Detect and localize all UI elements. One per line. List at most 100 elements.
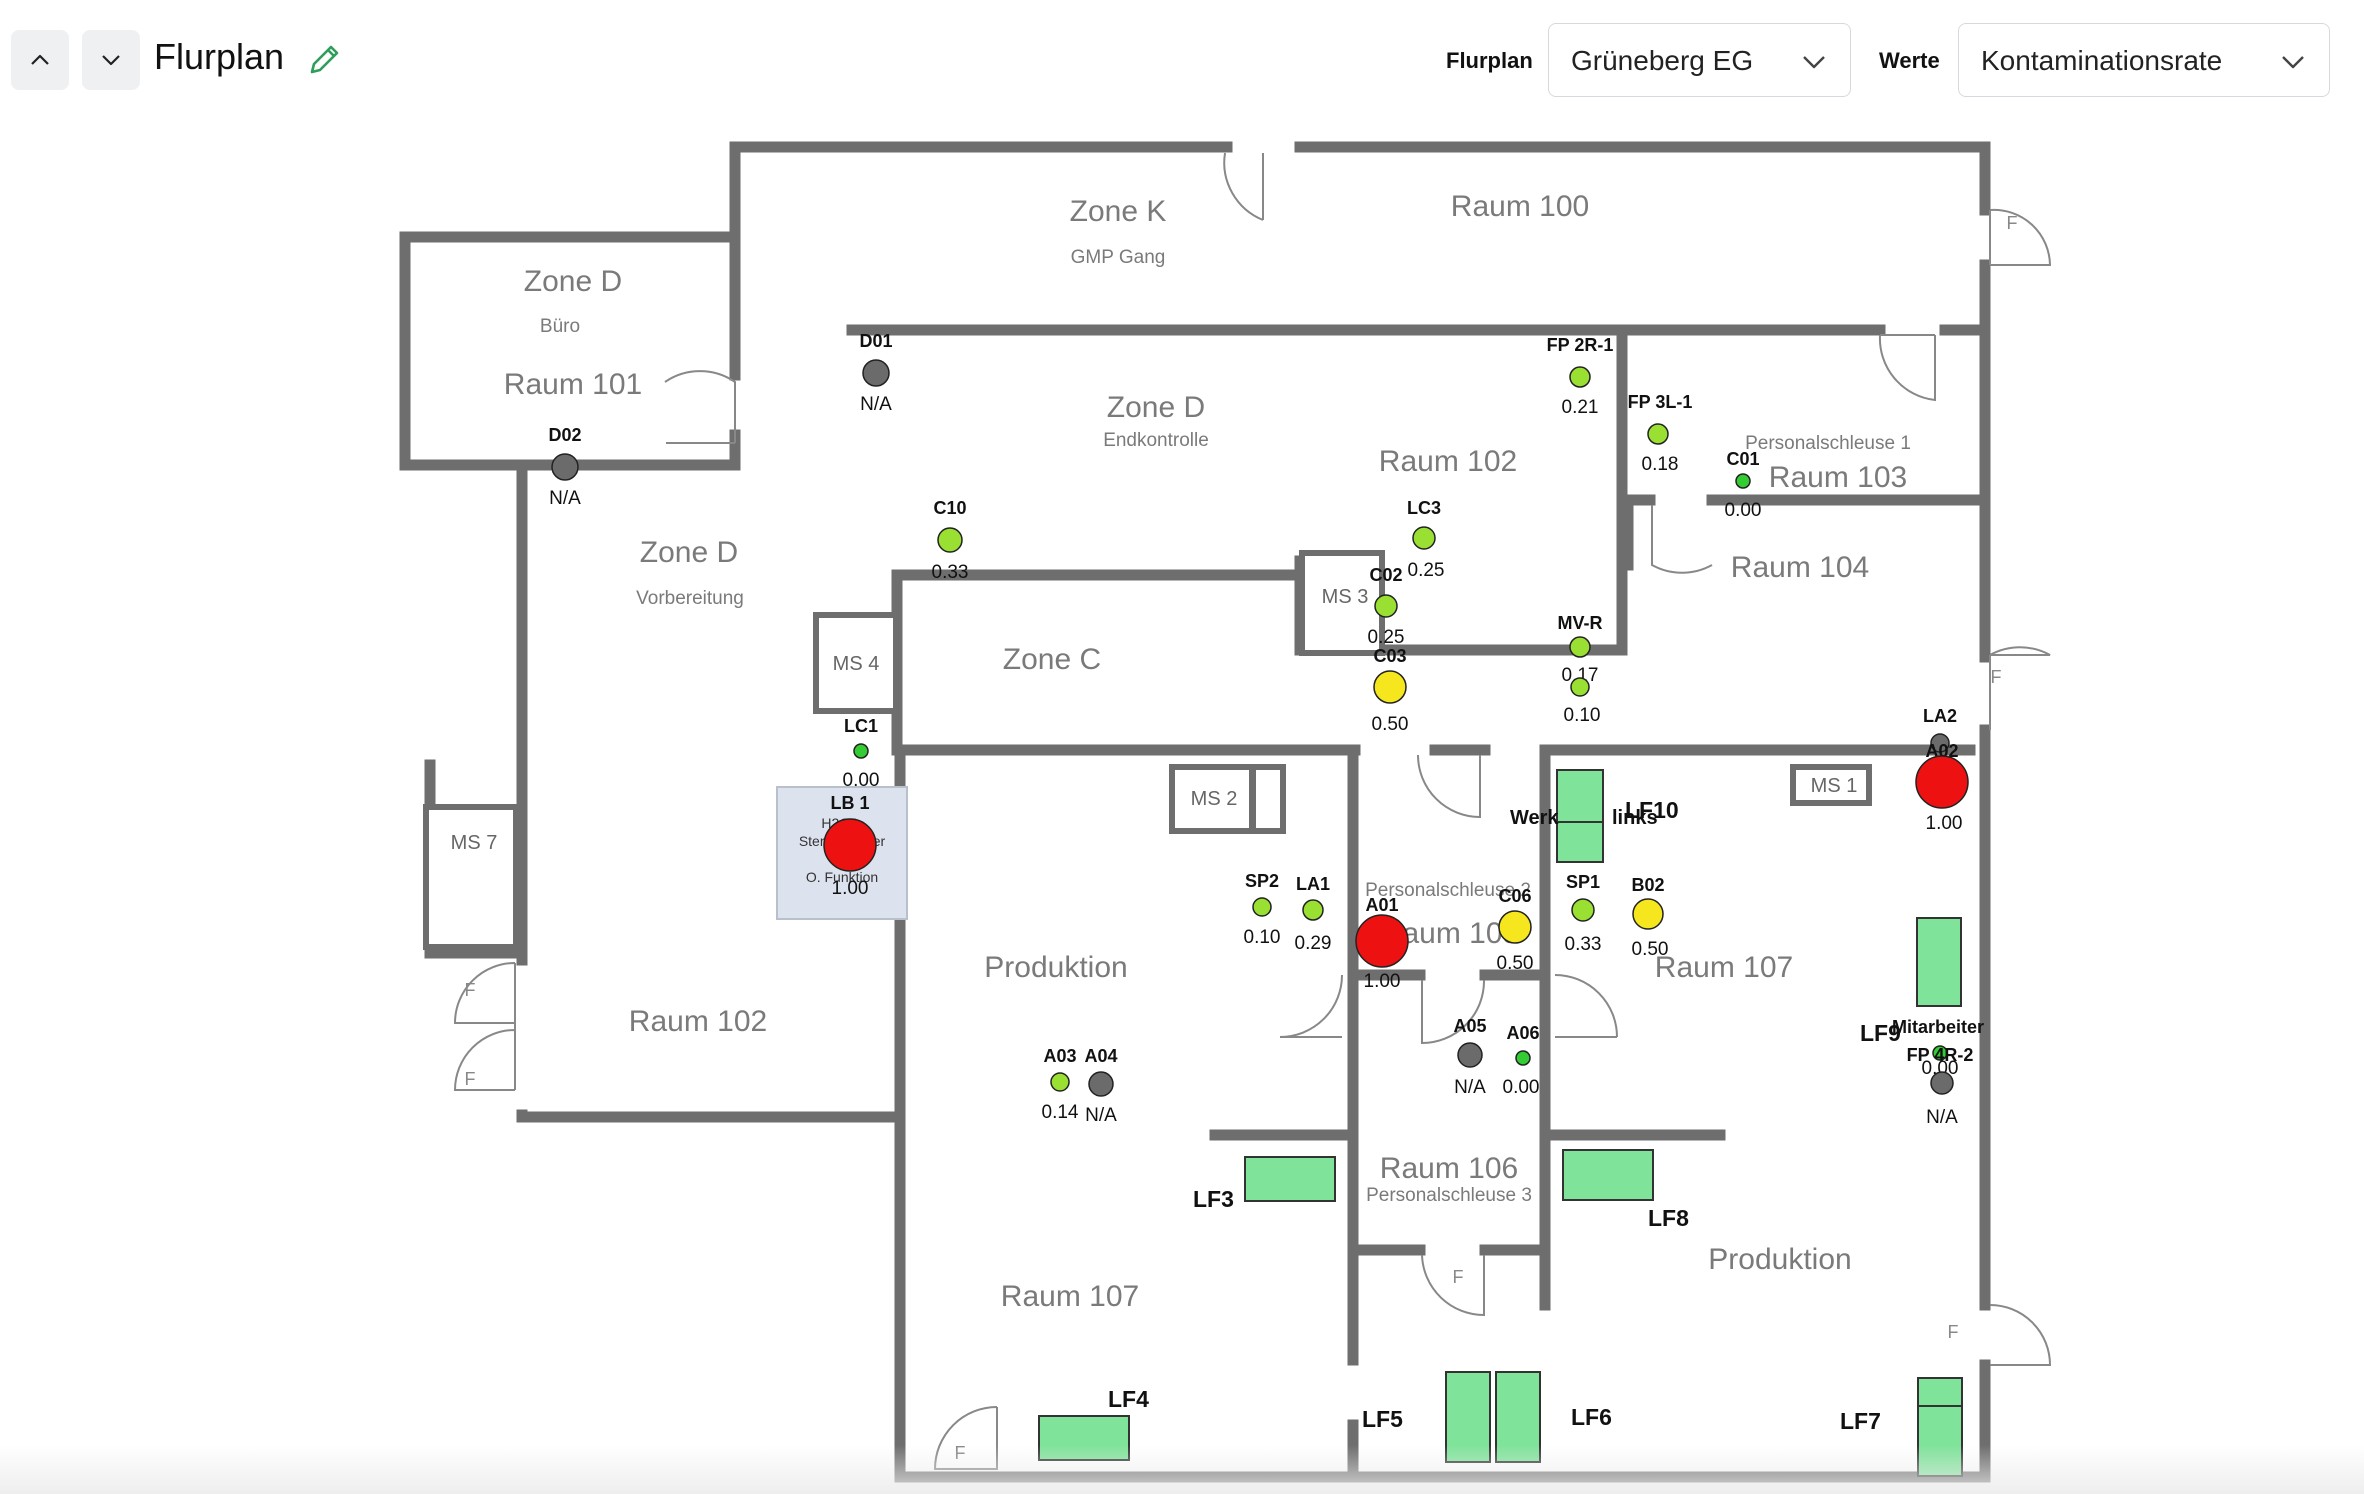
sensor-dot[interactable] (823, 818, 877, 872)
door-marker: F (955, 1443, 966, 1463)
sensor-marker[interactable]: C01 0.00 (1725, 449, 1762, 521)
lf-label: LF7 (1840, 1408, 1881, 1434)
sensor-value: N/A (1085, 1105, 1117, 1126)
sensor-id: C01 (1726, 449, 1759, 469)
sensor-value: 0.25 (1408, 560, 1445, 581)
sensor-dot[interactable] (1457, 1042, 1483, 1068)
sensor-dot[interactable] (1355, 914, 1409, 968)
sensor-marker[interactable]: LA2 (1923, 706, 1957, 753)
sensor-value: 0.10 (1244, 927, 1281, 948)
sensor-id: D01 (859, 331, 892, 351)
sensor-dot[interactable] (1373, 670, 1407, 704)
sensor-dot[interactable] (1915, 755, 1969, 809)
sensor-dot[interactable] (1571, 898, 1595, 922)
sensor-dot[interactable] (1632, 898, 1664, 930)
sensor-dot[interactable] (1930, 1071, 1954, 1095)
sensor-marker[interactable]: Mitarbeiter (1892, 1017, 1984, 1061)
sensor-value: 0.25 (1368, 627, 1405, 648)
sensor-value: 0.33 (932, 562, 969, 583)
sensor-value: 1.00 (1926, 813, 1963, 834)
sensor-value: 0.00 (1725, 500, 1762, 521)
room-sub: Produktion (984, 951, 1127, 984)
room-name: Raum 102 (1379, 445, 1517, 478)
sensor-dot[interactable] (1569, 366, 1591, 388)
sensor-dot[interactable] (1374, 594, 1398, 618)
sensor-dot[interactable] (862, 359, 890, 387)
chevron-down-icon (1803, 56, 1825, 69)
lf-label: LF10 (1625, 797, 1679, 823)
sensor-dot[interactable] (1569, 636, 1591, 658)
page-title: Flurplan (154, 36, 285, 77)
sensor-marker[interactable]: N/A (1926, 1071, 1958, 1128)
sensor-marker[interactable]: FP 4R-20.00 (1907, 1045, 1974, 1079)
sensor-dot[interactable] (1050, 1072, 1070, 1092)
sensor-dot[interactable] (937, 527, 963, 553)
sensor-dot[interactable] (1735, 473, 1751, 489)
sensor-marker[interactable]: C10 0.33 (932, 498, 969, 583)
sensor-dot[interactable] (1302, 899, 1324, 921)
sensor-dot[interactable] (1570, 677, 1590, 697)
previous-button[interactable] (11, 30, 69, 90)
sensor-dot[interactable] (1252, 897, 1272, 917)
sensor-dot[interactable] (1647, 423, 1669, 445)
values-select-value: Kontaminationsrate (1981, 45, 2223, 76)
sensor-dot[interactable] (1088, 1071, 1114, 1097)
sensor-value: N/A (1926, 1107, 1958, 1128)
room-zone: Zone C (1003, 643, 1101, 676)
sensor-dot[interactable] (853, 743, 869, 759)
sensor-marker[interactable]: MV-R0.17 (1558, 613, 1603, 686)
sensor-value: 0.10 (1564, 705, 1601, 726)
sensor-value: 1.00 (1364, 971, 1401, 992)
values-select[interactable]: Kontaminationsrate (1958, 23, 2330, 97)
sensor-value: 0.00 (1503, 1077, 1540, 1098)
room-zone: Zone D (640, 536, 738, 569)
sensor-value: 0.50 (1372, 714, 1409, 735)
sensor-value: 0.00 (843, 770, 880, 791)
sensor-dot[interactable] (551, 453, 579, 481)
next-button[interactable] (82, 30, 140, 90)
sensor-id: A02 (1925, 741, 1958, 761)
sensor-marker[interactable]: A06 0.00 (1503, 1023, 1540, 1098)
floor-plan[interactable]: MS 1 MS 2 MS 3 MS 4 MS 7 F F F F F F F H… (0, 125, 2364, 1494)
sensor-dot[interactable] (1498, 910, 1532, 944)
sensor-marker[interactable]: 1.00 (1915, 755, 1969, 834)
sensor-value: 0.14 (1042, 1102, 1079, 1123)
sensor-id: FP 2R-1 (1547, 335, 1614, 355)
room-name: Raum 100 (1451, 190, 1589, 223)
sensor-marker[interactable]: FP 3L-10.18 (1628, 392, 1693, 475)
door-marker: F (1991, 667, 2002, 687)
sensor-dot[interactable] (1412, 526, 1436, 550)
floorplan-select[interactable]: Grüneberg EG (1548, 23, 1851, 97)
room-name: Raum 101 (504, 368, 642, 401)
room-zone: Zone D (524, 265, 622, 298)
sensor-id: C10 (933, 498, 966, 518)
ms-label: MS 4 (833, 653, 880, 675)
sensor-marker[interactable]: FP 2R-10.21 (1547, 335, 1614, 418)
lf-label: LF9 (1860, 1020, 1901, 1046)
pencil-icon[interactable] (304, 40, 344, 80)
room-name: Raum 104 (1731, 551, 1869, 584)
sensor-dot[interactable] (1930, 733, 1950, 753)
sensor-marker[interactable]: 0.10 (1564, 677, 1601, 726)
sensor-marker[interactable]: LB 11.00 (823, 793, 877, 899)
sensor-dot[interactable] (1932, 1045, 1948, 1061)
lf-label: LF3 (1193, 1186, 1234, 1212)
sensor-dot[interactable] (1515, 1050, 1531, 1066)
sensor-id: A06 (1506, 1023, 1539, 1043)
